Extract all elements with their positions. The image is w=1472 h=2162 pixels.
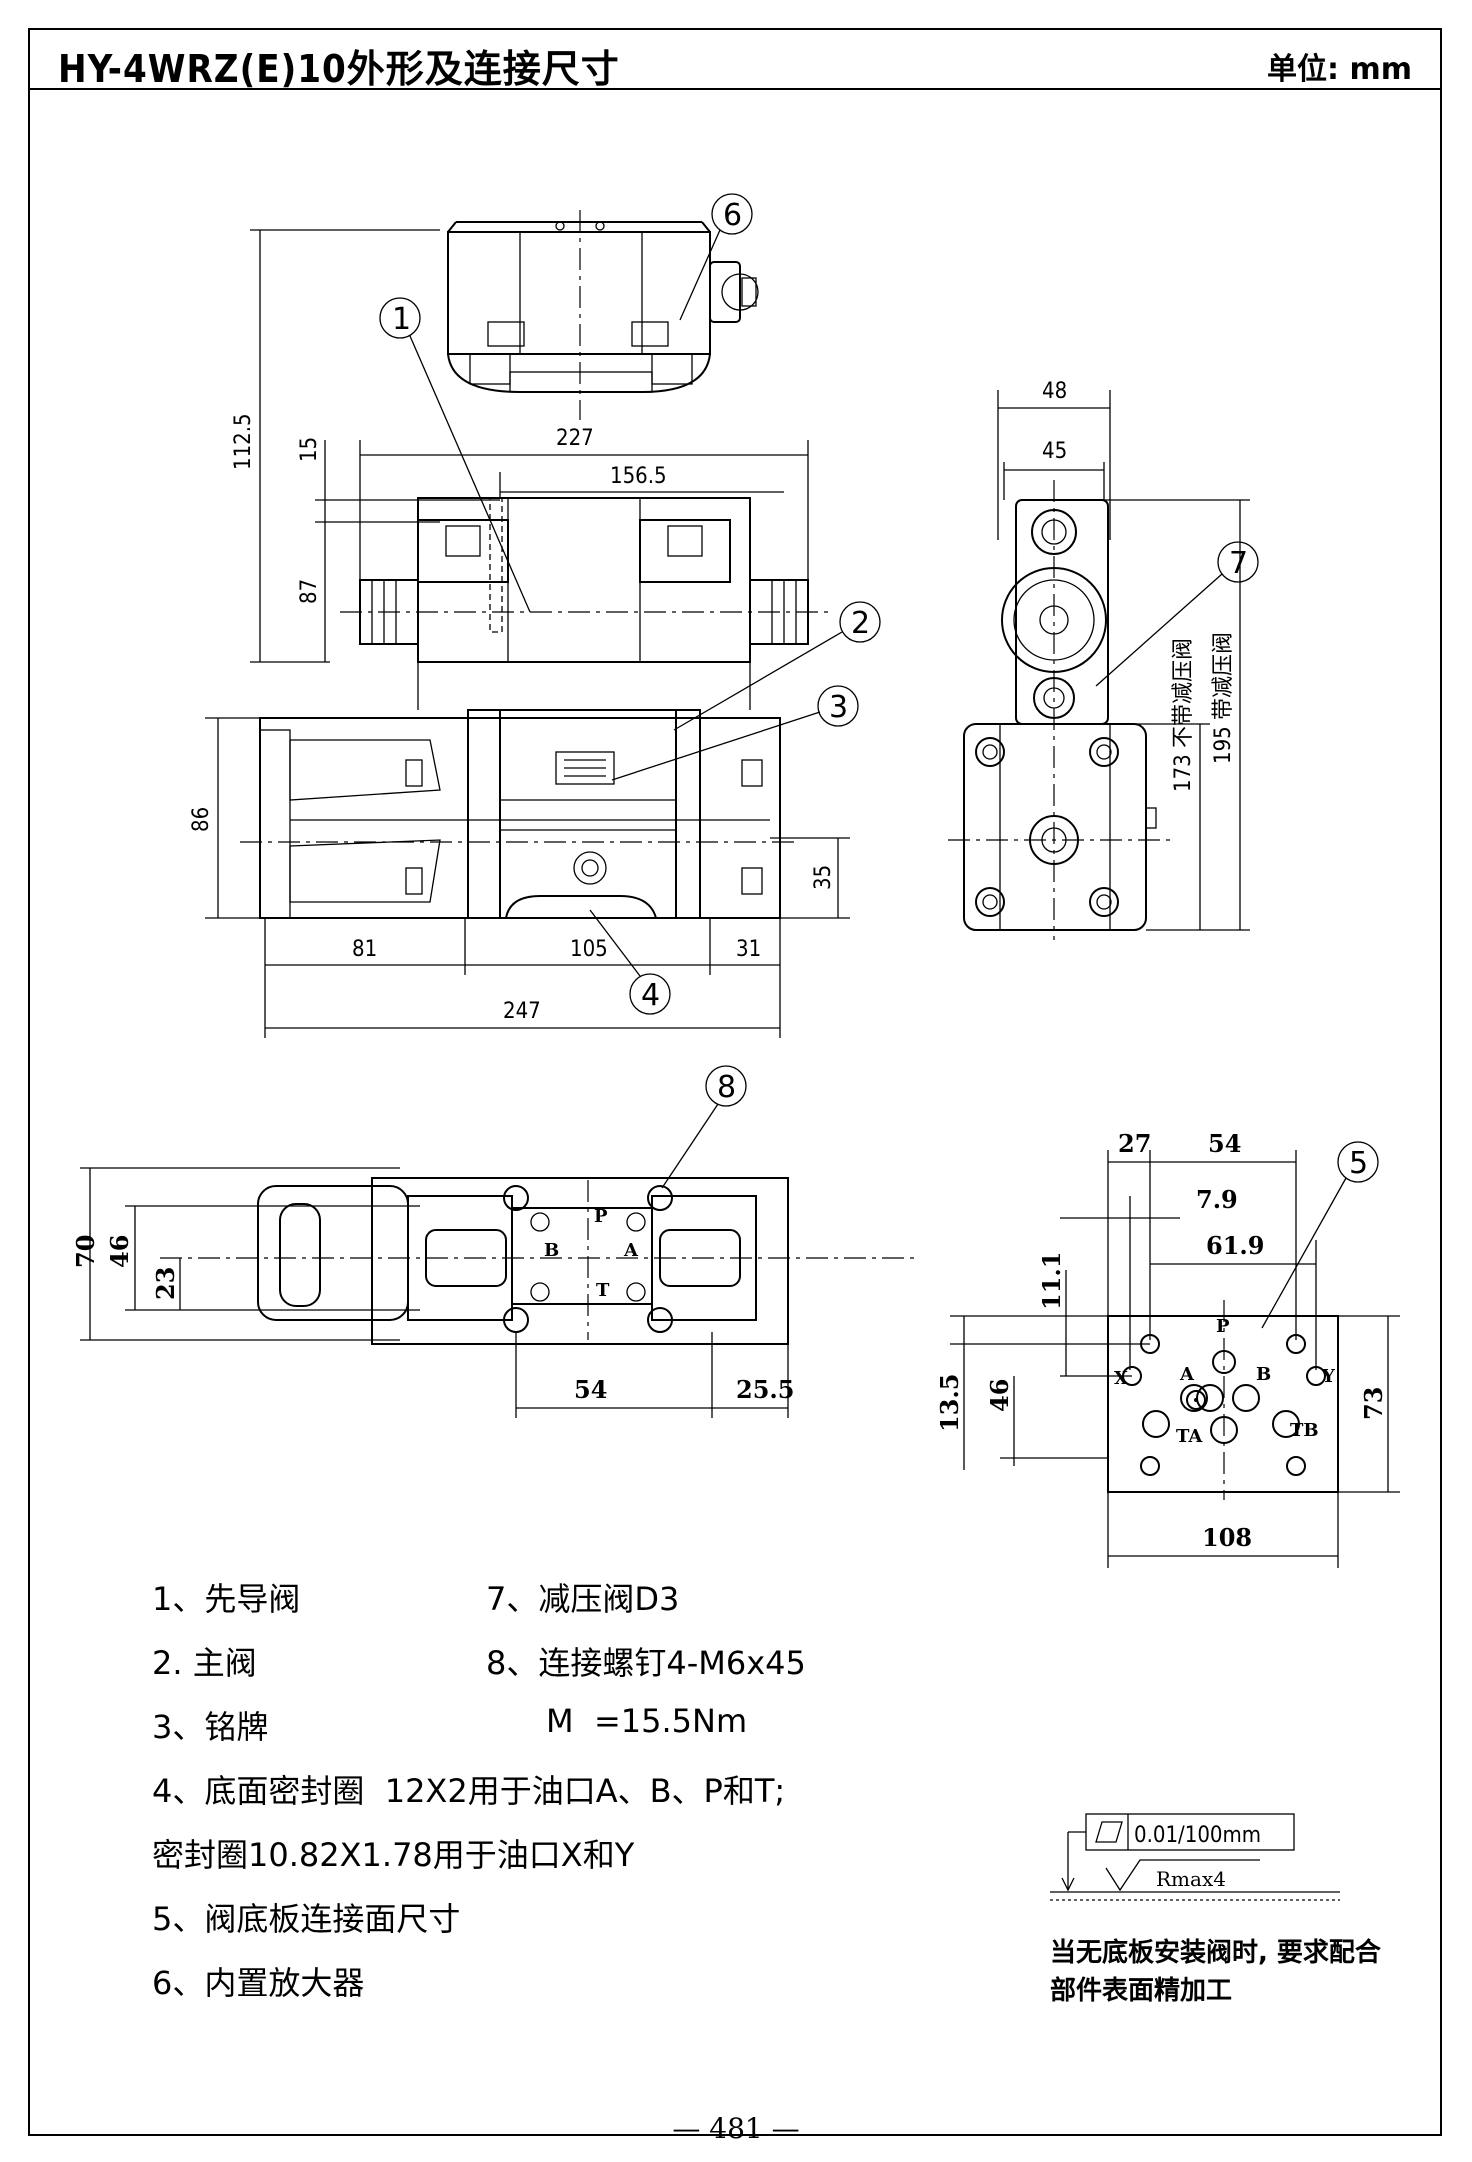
top-port-b: B	[544, 1240, 559, 1261]
surface-note-line2: 部件表面精加工	[1050, 1976, 1233, 2006]
dim-if-54: 54	[1208, 1129, 1241, 1158]
dim-45: 45	[1042, 439, 1067, 464]
legend-item-4b: 密封圈10.82X1.78用于油口X和Y	[152, 1836, 635, 1874]
dim-112-5: 112.5	[231, 413, 256, 470]
port-p: P	[1216, 1316, 1230, 1337]
header-rule	[28, 88, 1442, 90]
legend-item-8: 8、连接螺钉4-M6x45	[486, 1644, 806, 1682]
dim-35: 35	[811, 865, 836, 890]
dim-81: 81	[352, 937, 377, 962]
callout-5: 5	[1349, 1146, 1368, 1181]
side-view: 48 45 173 不带减压阀 195 带减压阀	[948, 379, 1250, 940]
callout-7: 7	[1229, 546, 1248, 581]
dim-86: 86	[189, 807, 214, 832]
dim-87: 87	[297, 579, 322, 604]
page-number: — 481 —	[672, 2112, 800, 2145]
dim-top-54: 54	[574, 1375, 607, 1404]
amplifier-housing	[447, 210, 759, 420]
top-port-a: A	[623, 1240, 639, 1261]
pilot-valve	[340, 497, 830, 710]
unit-label: 单位: mm	[1267, 52, 1412, 87]
dim-if-61-9: 61.9	[1206, 1231, 1264, 1260]
dim-top-70: 70	[71, 1235, 100, 1268]
roughness-spec: Rmax4	[1156, 1867, 1226, 1891]
dim-247: 247	[503, 999, 541, 1024]
top-view: P T B A 70 46 23 54 25.5	[71, 1167, 920, 1418]
dim-31: 31	[736, 937, 761, 962]
dim-if-46: 46	[985, 1379, 1014, 1412]
nameplate	[555, 751, 615, 785]
port-b: B	[1256, 1364, 1271, 1385]
callout-6: 6	[723, 198, 742, 233]
top-port-t: T	[596, 1280, 610, 1301]
legend-item-2: 2. 主阀	[152, 1644, 257, 1682]
legend-item-4: 4、底面密封圈 12X2用于油口A、B、P和T;	[152, 1772, 786, 1810]
surface-spec: 0.01/100mm Rmax4	[1050, 1813, 1340, 1901]
callout-8: 8	[717, 1070, 736, 1105]
mounting-interface: P A B X Y TA TB 27 54 7.9 61.9 13.5 46 1…	[935, 1129, 1400, 1568]
drawing-frame	[28, 28, 1442, 2136]
port-tb: TB	[1290, 1420, 1319, 1441]
port-a: A	[1179, 1364, 1195, 1385]
callouts: 1 2 3 4 5 6 7 8	[379, 193, 1379, 1329]
dim-173: 173 不带减压阀	[1171, 638, 1196, 792]
port-x: X	[1114, 1368, 1128, 1389]
callout-3: 3	[829, 690, 848, 725]
dim-if-11-1: 11.1	[1037, 1252, 1066, 1310]
dim-156-5: 156.5	[610, 464, 667, 489]
dim-top-23: 23	[151, 1267, 180, 1300]
legend-item-1: 1、先导阀	[152, 1580, 301, 1618]
dim-top-46: 46	[105, 1235, 134, 1268]
dim-227: 227	[556, 426, 594, 451]
callout-4: 4	[641, 978, 660, 1013]
port-ta: TA	[1176, 1426, 1203, 1447]
legend-item-5: 5、阀底板连接面尺寸	[152, 1900, 461, 1938]
legend-item-6: 6、内置放大器	[152, 1964, 365, 2002]
dim-if-7-9: 7.9	[1196, 1185, 1238, 1214]
dim-if-27: 27	[1118, 1129, 1151, 1158]
legend-item-3: 3、铭牌	[152, 1708, 269, 1746]
main-valve	[240, 709, 800, 919]
dim-if-73: 73	[1359, 1387, 1388, 1420]
page-title: HY-4WRZ(E)10外形及连接尺寸	[58, 47, 620, 91]
dim-195: 195 带减压阀	[1211, 632, 1236, 764]
port-y: Y	[1321, 1366, 1336, 1387]
surface-note-line1: 当无底板安装阀时, 要求配合	[1050, 1938, 1381, 1968]
top-port-p: P	[594, 1206, 608, 1227]
dim-105: 105	[570, 937, 608, 962]
dim-15: 15	[297, 437, 322, 462]
legend-torque: M =15.5Nm	[546, 1702, 748, 1740]
callout-1: 1	[392, 302, 411, 337]
callout-2: 2	[851, 606, 870, 641]
front-view-dimensions: 112.5 15 87 227 156.5 86 35 81 105 31 24…	[189, 229, 850, 1038]
dim-48: 48	[1042, 379, 1067, 404]
dim-if-108: 108	[1202, 1523, 1252, 1552]
dim-top-25-5: 25.5	[736, 1375, 794, 1404]
legend-item-7: 7、减压阀D3	[486, 1580, 680, 1618]
dim-if-13-5: 13.5	[935, 1374, 964, 1432]
flatness-spec: 0.01/100mm	[1134, 1823, 1261, 1848]
